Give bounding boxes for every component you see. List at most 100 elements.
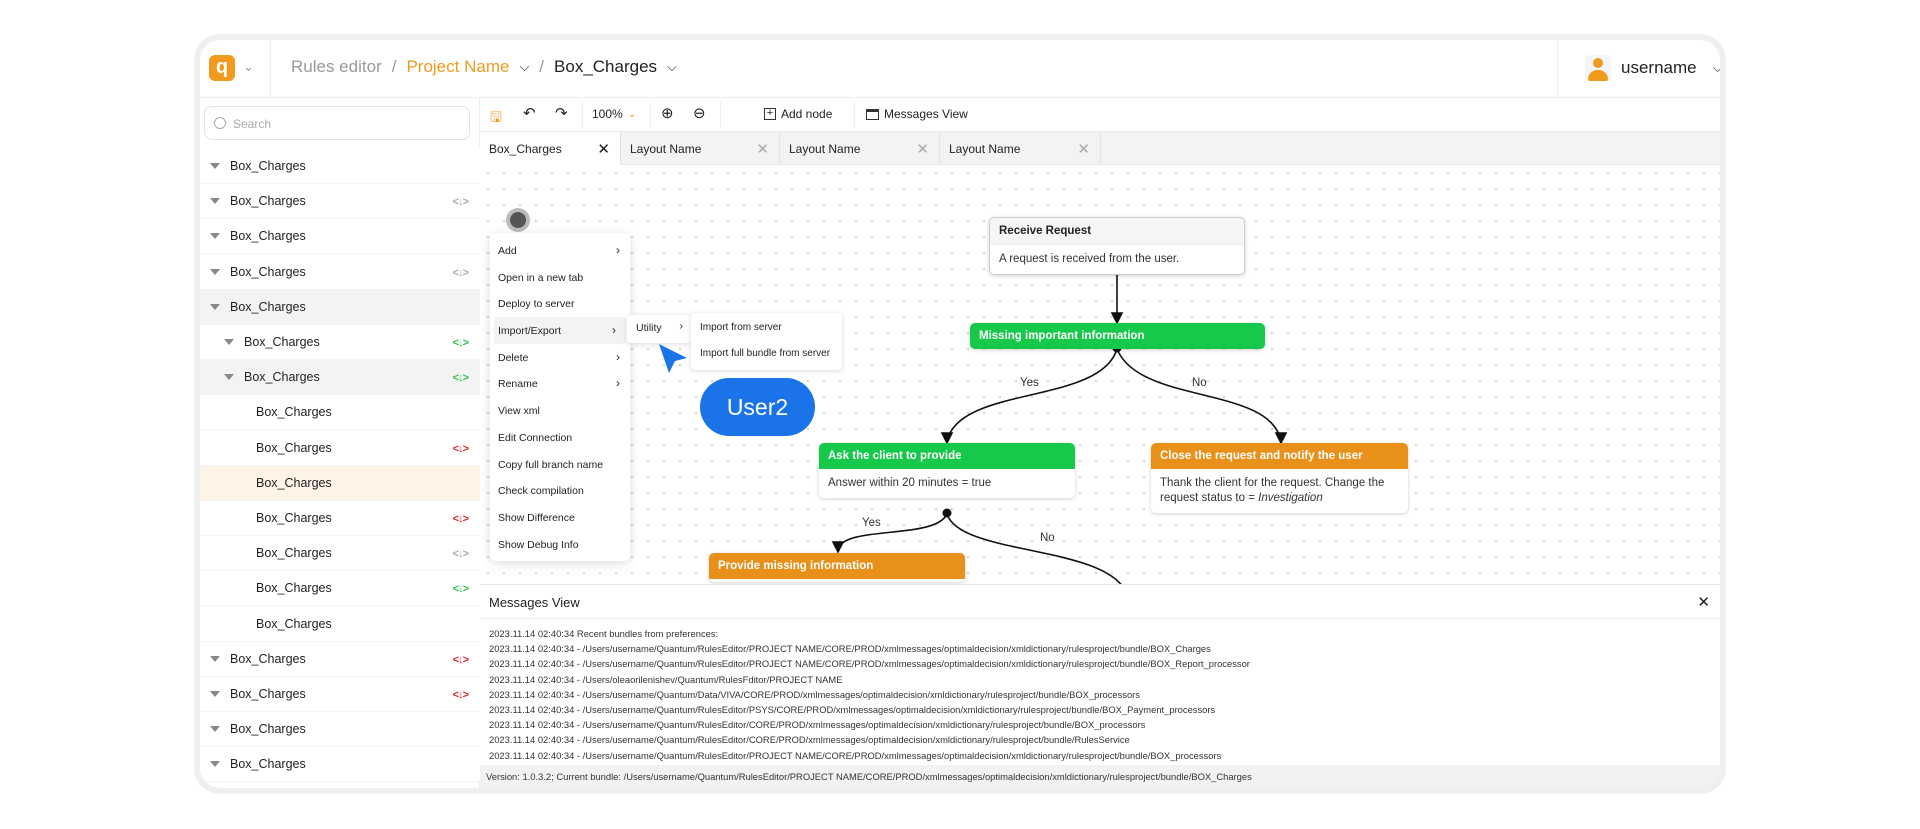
flow-node-receive-request[interactable]: Receive Request A request is received fr… bbox=[989, 217, 1245, 275]
tree-item[interactable]: Box_Charges<↓> bbox=[200, 641, 480, 677]
menu-item-label: Add bbox=[498, 245, 517, 257]
edge-no bbox=[946, 513, 1122, 584]
chevron-right-icon: › bbox=[616, 349, 620, 364]
caret-down-icon[interactable] bbox=[210, 303, 220, 310]
message-line: 2023.11.14 02:40:34 - /Users/username/Qu… bbox=[489, 749, 1222, 761]
tree-item[interactable]: Box_Charges<↓> bbox=[200, 325, 480, 360]
menu-item[interactable]: Add› bbox=[490, 237, 630, 264]
menu-item-label: Delete bbox=[498, 351, 529, 364]
menu-item[interactable]: Copy full branch name bbox=[490, 451, 630, 478]
tree-item[interactable]: Box_Charges bbox=[200, 219, 480, 255]
flow-canvas[interactable]: Receive Request A request is received fr… bbox=[480, 165, 1720, 584]
menu-item-import-from-server[interactable]: Import from server bbox=[700, 322, 782, 333]
menu-item[interactable]: Import/Export› bbox=[494, 317, 626, 344]
tree-item[interactable]: Box_Charges<↓> bbox=[200, 571, 480, 607]
tree-item[interactable]: Box_Charges bbox=[200, 747, 480, 783]
tree-item[interactable]: Box_Charges<↓> bbox=[200, 184, 480, 220]
menu-item-label: Check compilation bbox=[498, 485, 584, 498]
breadcrumb-bundle[interactable]: Box_Charges bbox=[554, 57, 658, 76]
tab-label: Box_Charges bbox=[489, 142, 562, 156]
message-line: 2023.11.14 02:40:34 Recent bundles from … bbox=[489, 628, 719, 639]
close-icon[interactable]: ✕ bbox=[756, 141, 769, 158]
redo-icon[interactable]: ↷ bbox=[555, 105, 568, 122]
tree-item[interactable]: Box_Charges bbox=[200, 149, 480, 184]
username: username bbox=[1621, 58, 1697, 77]
chevron-down-icon[interactable]: ⌵ bbox=[667, 59, 677, 74]
breadcrumb-root[interactable]: Rules editor bbox=[291, 57, 382, 76]
flow-node-missing-information[interactable]: Missing important information bbox=[970, 323, 1265, 349]
menu-item[interactable]: Deploy to server bbox=[490, 290, 630, 317]
chevron-down-icon: ⌄ bbox=[627, 108, 637, 120]
tab-layout-name[interactable]: Layout Name ✕ bbox=[621, 132, 780, 165]
breadcrumb-separator: / bbox=[391, 57, 397, 76]
messages-view-button[interactable]: Messages View bbox=[866, 107, 968, 121]
zoom-in-icon[interactable]: ⊕ bbox=[661, 105, 674, 122]
tab-label: Layout Name bbox=[630, 142, 702, 156]
tree-item-label: Box_Charges bbox=[230, 722, 306, 737]
caret-down-icon[interactable] bbox=[224, 339, 234, 345]
node-title: Close the request and notify the user bbox=[1151, 443, 1408, 469]
tree-item[interactable]: Box_Charges<↓> bbox=[200, 677, 480, 712]
search-input[interactable]: Search bbox=[204, 106, 470, 140]
tree-item[interactable]: Box_Charges bbox=[200, 465, 480, 501]
caret-down-icon[interactable] bbox=[210, 726, 220, 733]
tab-box-charges[interactable]: Box_Charges ✕ bbox=[480, 132, 621, 165]
edge-label-yes: Yes bbox=[1020, 377, 1039, 389]
tree-item[interactable]: Box_Charges<↓> bbox=[200, 430, 480, 466]
menu-item-label: Open in a new tab bbox=[498, 271, 584, 284]
menu-item[interactable]: Open in a new tab bbox=[490, 264, 630, 291]
caret-down-icon[interactable] bbox=[210, 233, 220, 240]
submenu-utility[interactable]: Utility› bbox=[627, 315, 691, 343]
zoom-out-icon[interactable]: ⊖ bbox=[693, 105, 706, 122]
caret-down-icon[interactable] bbox=[210, 163, 220, 169]
caret-down-icon[interactable] bbox=[224, 374, 234, 381]
tree-item[interactable]: Box_Charges<↓> bbox=[200, 536, 480, 572]
menu-item[interactable]: Show Debug Info bbox=[490, 531, 630, 558]
menu-item[interactable]: View xml bbox=[490, 397, 630, 424]
close-icon[interactable]: ✕ bbox=[1077, 141, 1090, 158]
caret-down-icon[interactable] bbox=[210, 268, 220, 275]
tree-item[interactable]: Box_Charges<↓> bbox=[200, 501, 480, 536]
menu-item[interactable]: Rename› bbox=[490, 370, 630, 397]
menu-item[interactable]: Show Difference bbox=[490, 504, 630, 531]
app-logo[interactable]: q bbox=[209, 55, 235, 81]
caret-down-icon[interactable] bbox=[210, 761, 220, 768]
chevron-down-icon[interactable]: ⌄ bbox=[243, 59, 254, 74]
sync-status-icon: <↓> bbox=[452, 442, 469, 455]
caret-down-icon[interactable] bbox=[210, 655, 220, 662]
close-icon[interactable]: ✕ bbox=[916, 141, 929, 158]
close-icon[interactable]: ✕ bbox=[597, 141, 610, 158]
tree-item-label: Box_Charges bbox=[230, 159, 306, 173]
tree-item[interactable]: Box_Charges bbox=[200, 606, 480, 642]
edge-label-no: No bbox=[1192, 377, 1207, 389]
breadcrumb-project[interactable]: Project Name bbox=[406, 57, 510, 76]
close-icon[interactable]: ✕ bbox=[1697, 594, 1710, 611]
caret-down-icon[interactable] bbox=[210, 691, 220, 697]
flow-node-close-request[interactable]: Close the request and notify the user Th… bbox=[1151, 443, 1408, 513]
tree-item[interactable]: Box_Charges<↓> bbox=[200, 254, 480, 290]
flow-node-ask-client[interactable]: Ask the client to provide Answer within … bbox=[819, 443, 1075, 498]
menu-item[interactable]: Check compilation bbox=[490, 477, 630, 504]
menu-item[interactable]: Delete › bbox=[490, 344, 630, 371]
undo-icon[interactable]: ↶ bbox=[523, 105, 536, 122]
menu-item-import-full-bundle[interactable]: Import full bundle from server bbox=[700, 348, 831, 359]
message-line: 2023.11.14 02:40:34 - /Users/username/Qu… bbox=[489, 643, 1211, 655]
flow-node-provide-missing-information[interactable]: Provide missing information bbox=[709, 553, 965, 582]
sync-status-icon: <↓> bbox=[452, 372, 469, 385]
tree-item[interactable]: Box_Charges<↓> bbox=[200, 360, 480, 396]
tree-item[interactable]: Box_Charges bbox=[200, 395, 480, 431]
message-line: 2023.11.14 02:40:34 - /Users/username/Qu… bbox=[489, 734, 1130, 746]
menu-item[interactable]: Edit Connection bbox=[490, 424, 630, 451]
add-node-button[interactable]: +Add node bbox=[764, 107, 832, 121]
save-icon[interactable]: 🖫 bbox=[490, 109, 502, 125]
caret-down-icon[interactable] bbox=[210, 198, 220, 205]
chevron-down-icon[interactable]: ⌵ bbox=[519, 59, 530, 74]
tree-item[interactable]: Box_Charges bbox=[200, 712, 480, 748]
tab-layout-name[interactable]: Layout Name✕ bbox=[940, 132, 1101, 165]
menu-item-label: Import/Export bbox=[498, 325, 562, 338]
tab-layout-name[interactable]: Layout Name✕ bbox=[780, 132, 940, 165]
tree-item[interactable]: Box_Charges bbox=[200, 289, 480, 325]
message-line: 2023.11.14 02:40:34 - /Users/oleaorileni… bbox=[489, 673, 843, 685]
user-menu[interactable]: username ⌵ bbox=[1585, 55, 1720, 81]
zoom-select[interactable]: 100%⌄ bbox=[592, 107, 636, 121]
